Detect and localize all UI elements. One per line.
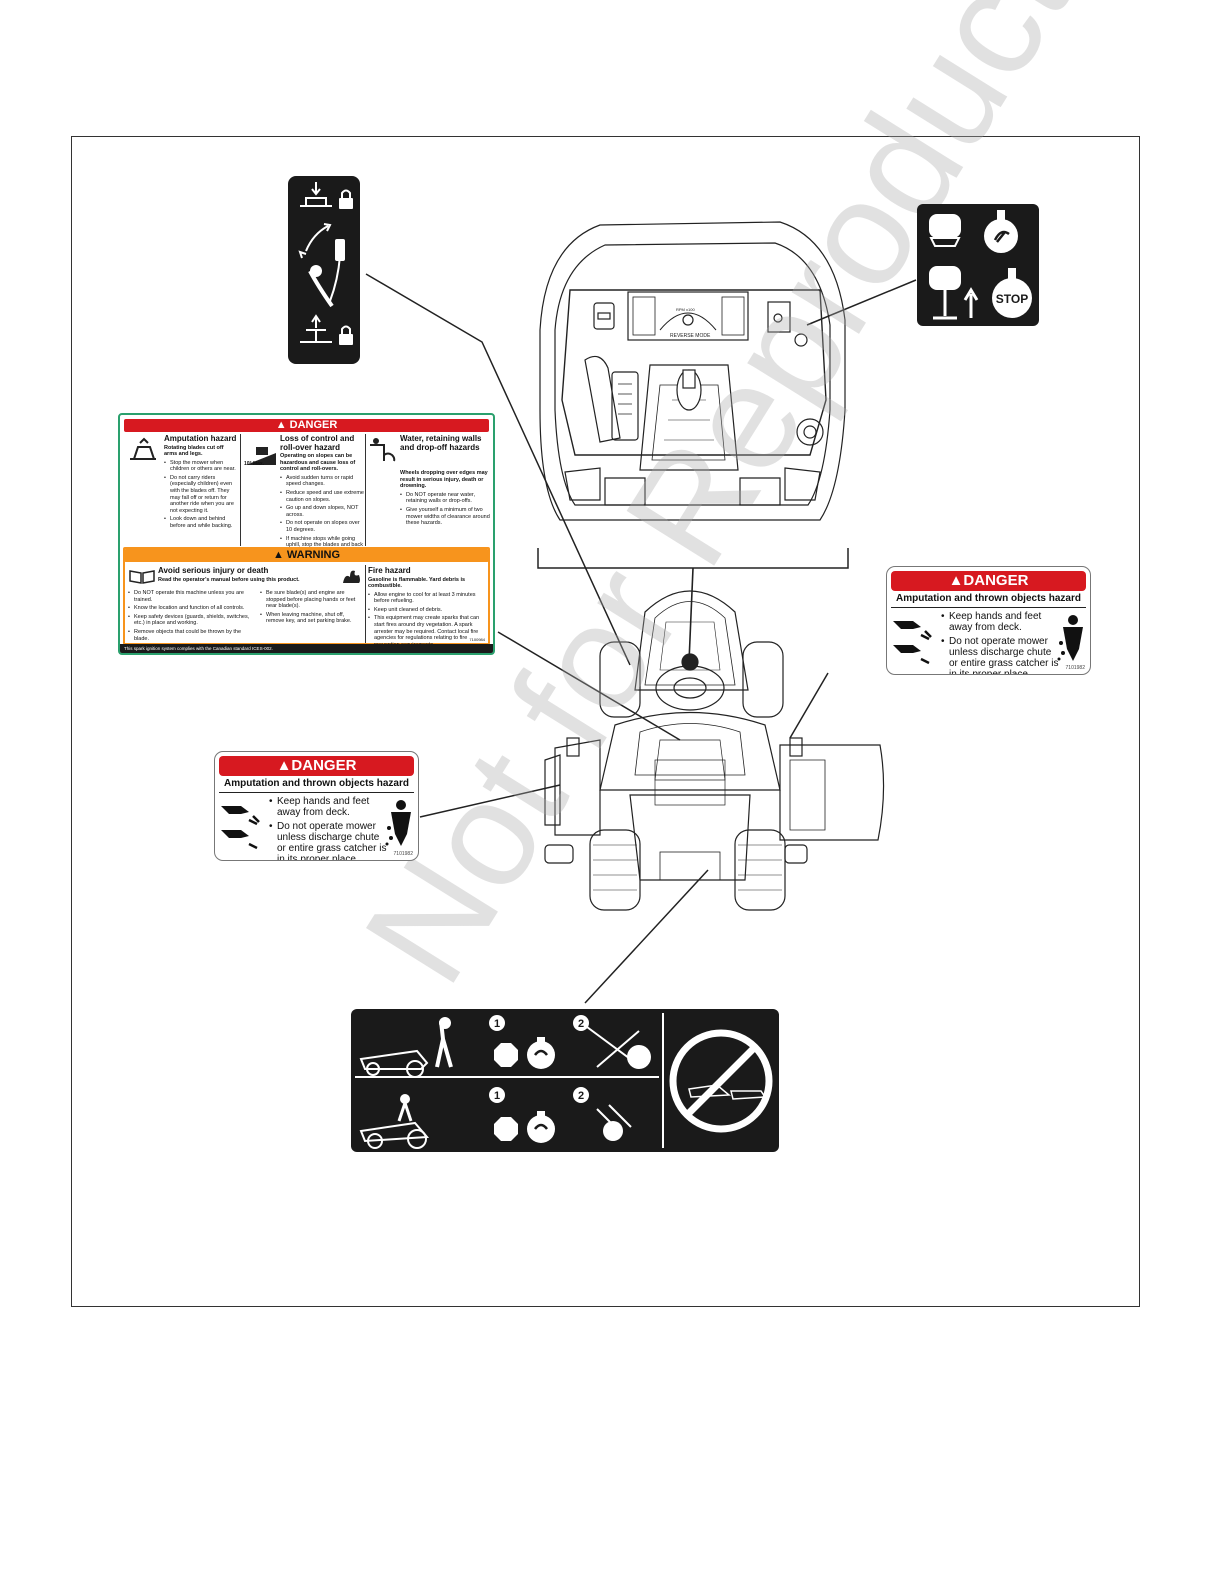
danger-header: ▲ DANGER	[124, 419, 489, 432]
lock-icon	[339, 325, 353, 345]
stop-octagon-icon	[494, 1117, 518, 1141]
slope-limit-label: 10° Max.	[244, 461, 265, 467]
stop-engine-icon	[992, 278, 1032, 318]
danger-warning-decal: ▲ DANGER Amputation hazard Rotating blad…	[118, 413, 495, 655]
deck-lift-lock-decal	[288, 176, 360, 364]
dashboard-mode-label: REVERSE MODE	[670, 333, 711, 339]
hand-foot-blade-icon	[893, 621, 932, 665]
figure-frame	[71, 136, 1140, 1307]
fire-icon	[343, 570, 360, 583]
seat-icon	[929, 266, 961, 290]
decal-code: 7100984	[469, 637, 485, 642]
decal-footer: This spark ignition system complies with…	[120, 644, 493, 653]
leader-lines	[365, 273, 917, 1004]
decal-code: 7101982	[393, 851, 413, 857]
serious-injury-column: Avoid serious injury or death Read the o…	[158, 566, 300, 583]
decal-subtitle: Amputation and thrown objects hazard	[891, 591, 1086, 608]
tractor-rear-view	[544, 590, 885, 911]
warning-header: ▲ WARNING	[124, 549, 489, 562]
tractor-ride-icon	[359, 1121, 430, 1143]
decal-subtitle: Amputation and thrown objects hazard	[219, 776, 414, 793]
dashboard-view: REVERSE MODE RPM x100	[539, 221, 846, 521]
seat-icon	[929, 214, 961, 238]
svg-text:2: 2	[578, 1090, 584, 1102]
towing-no-riders-decal: 1 2 1 2	[351, 1009, 779, 1152]
water-dropoff-icon	[370, 438, 396, 462]
decal-code: 7101982	[1065, 665, 1085, 671]
blade-hand-icon	[130, 437, 156, 460]
no-riders-icon	[669, 1029, 773, 1133]
danger-header: ▲DANGER	[891, 571, 1086, 591]
svg-text:2: 2	[578, 1018, 584, 1030]
step-1-badge	[489, 1087, 505, 1103]
tractor-push-icon	[359, 1049, 429, 1070]
svg-text:1: 1	[494, 1018, 500, 1030]
amputation-decal-right: ▲DANGER Amputation and thrown objects ha…	[886, 566, 1091, 675]
operator-manual-icon	[129, 570, 155, 584]
dashboard-gauge-label: RPM x100	[676, 307, 695, 312]
thrown-objects-icon	[1057, 615, 1083, 661]
water-hazard-column: Water, retaining walls and drop-off haza…	[400, 434, 482, 452]
engine-icon	[527, 1115, 555, 1143]
step-2-badge	[573, 1087, 589, 1103]
rollover-hazard-column: Loss of control and roll-over hazard Ope…	[280, 434, 364, 557]
step-1-badge	[489, 1015, 505, 1031]
danger-header: ▲DANGER	[219, 756, 414, 776]
stop-octagon-icon	[494, 1043, 518, 1067]
ignition-stop-decal: STOP	[917, 204, 1039, 326]
lock-icon	[339, 189, 353, 209]
engine-icon	[527, 1041, 555, 1069]
amputation-decal-left: ▲DANGER Amputation and thrown objects ha…	[214, 751, 419, 861]
rollover-slope-icon	[246, 447, 276, 465]
step-2-badge	[573, 1015, 589, 1031]
hand-foot-blade-icon	[221, 806, 260, 850]
svg-text:1: 1	[494, 1090, 500, 1102]
thrown-objects-icon	[385, 800, 411, 846]
amputation-hazard-column: Amputation hazard Rotating blades cut of…	[164, 434, 238, 532]
stop-label: STOP	[996, 292, 1028, 306]
